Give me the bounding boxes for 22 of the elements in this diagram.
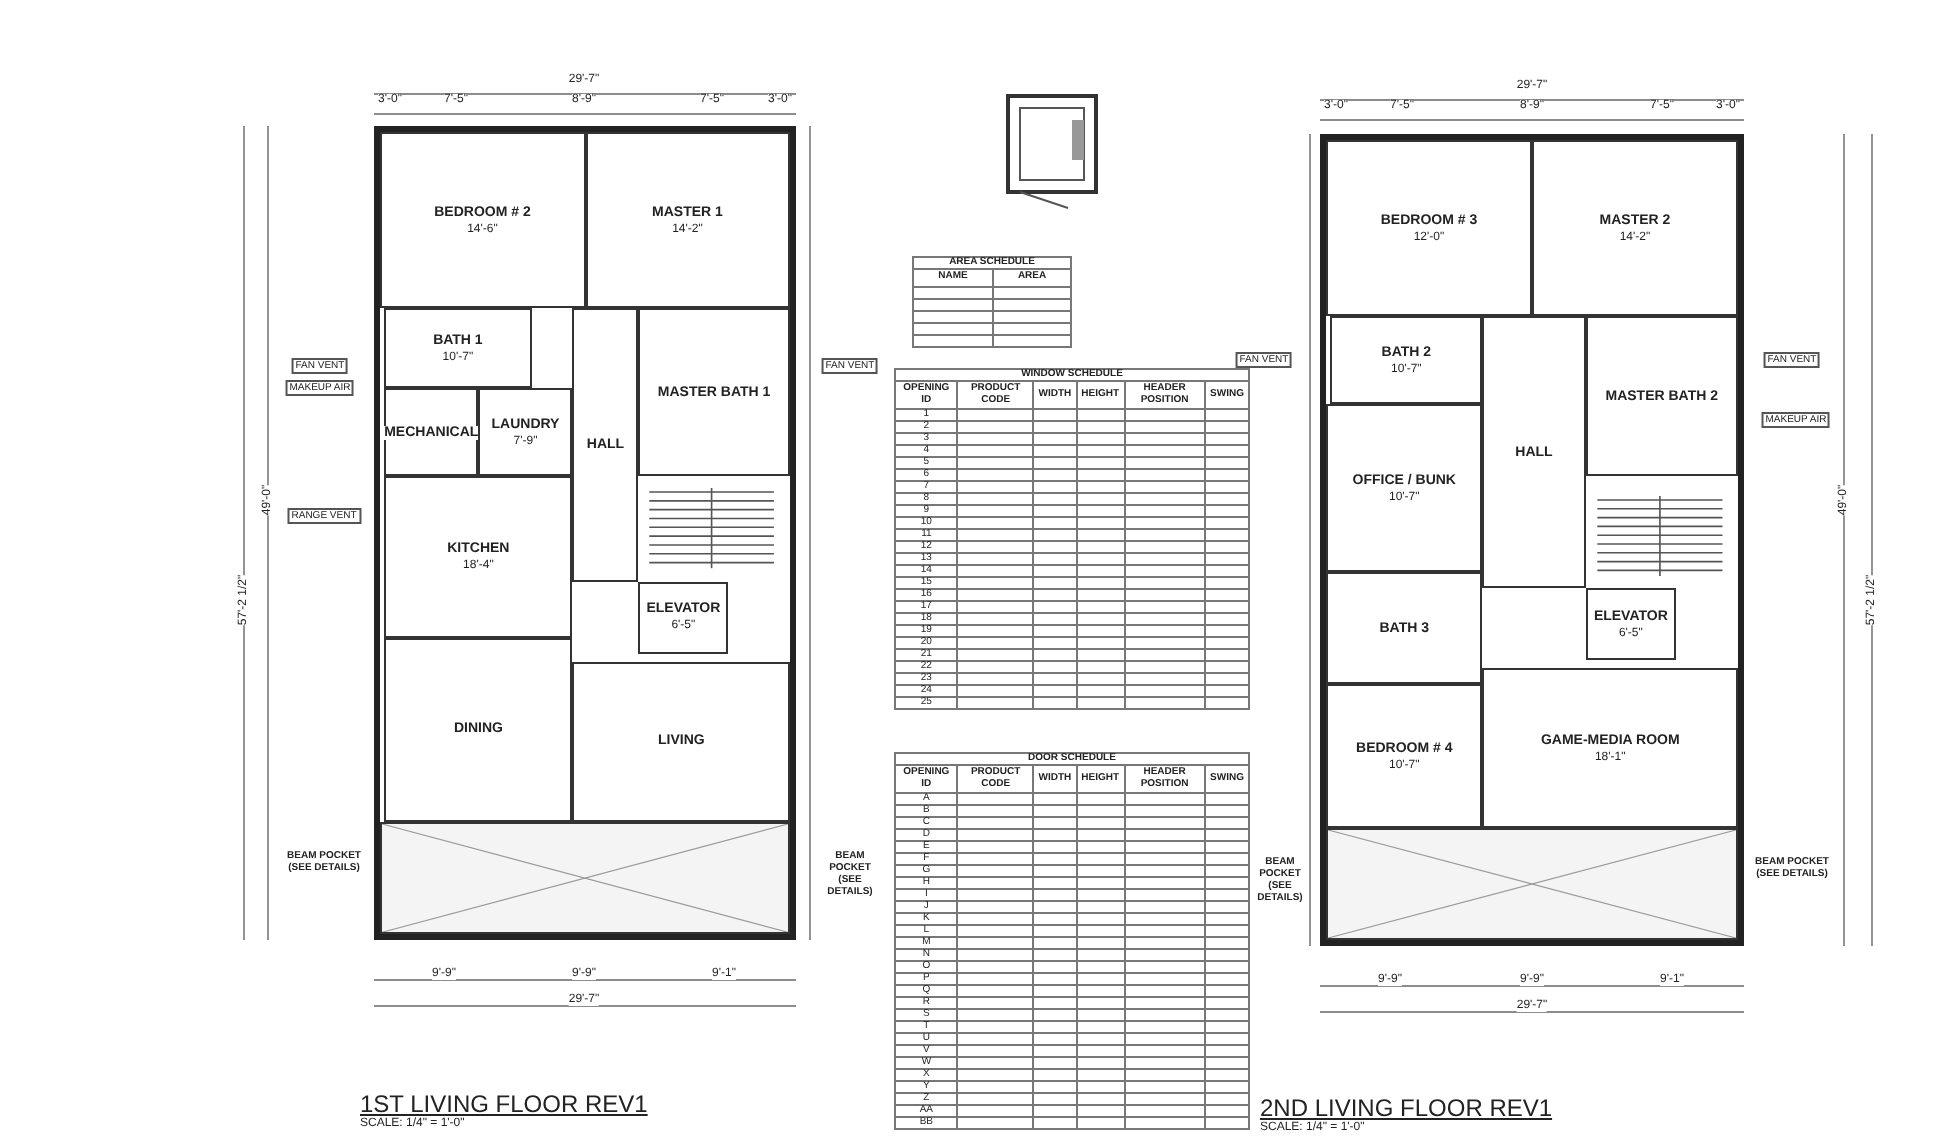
drawing-title: 1ST LIVING FLOOR REV1: [360, 1090, 648, 1118]
room-outline: [478, 388, 573, 477]
drawing-title: 2ND LIVING FLOOR REV1: [1260, 1094, 1553, 1122]
room-outline: [384, 308, 532, 389]
room-outline: [1482, 316, 1586, 588]
room-outline: [384, 476, 573, 638]
room-outline: [572, 308, 639, 582]
room-outline: [1532, 140, 1738, 316]
room-outline: [384, 388, 479, 477]
room-outline: [1326, 572, 1483, 684]
room-outline: [380, 132, 585, 309]
room-outline: [638, 308, 790, 477]
room-outline: [1585, 316, 1738, 476]
room-outline: [1585, 588, 1677, 660]
room-outline: [384, 637, 573, 822]
room-outline: [638, 581, 729, 654]
floor-plan-outline: [1320, 134, 1744, 946]
room-outline: [585, 132, 790, 309]
floor-plan-outline: [374, 126, 796, 940]
room-outline: [1326, 140, 1532, 316]
room-outline: [1326, 404, 1483, 572]
room-outline: [1330, 316, 1483, 404]
